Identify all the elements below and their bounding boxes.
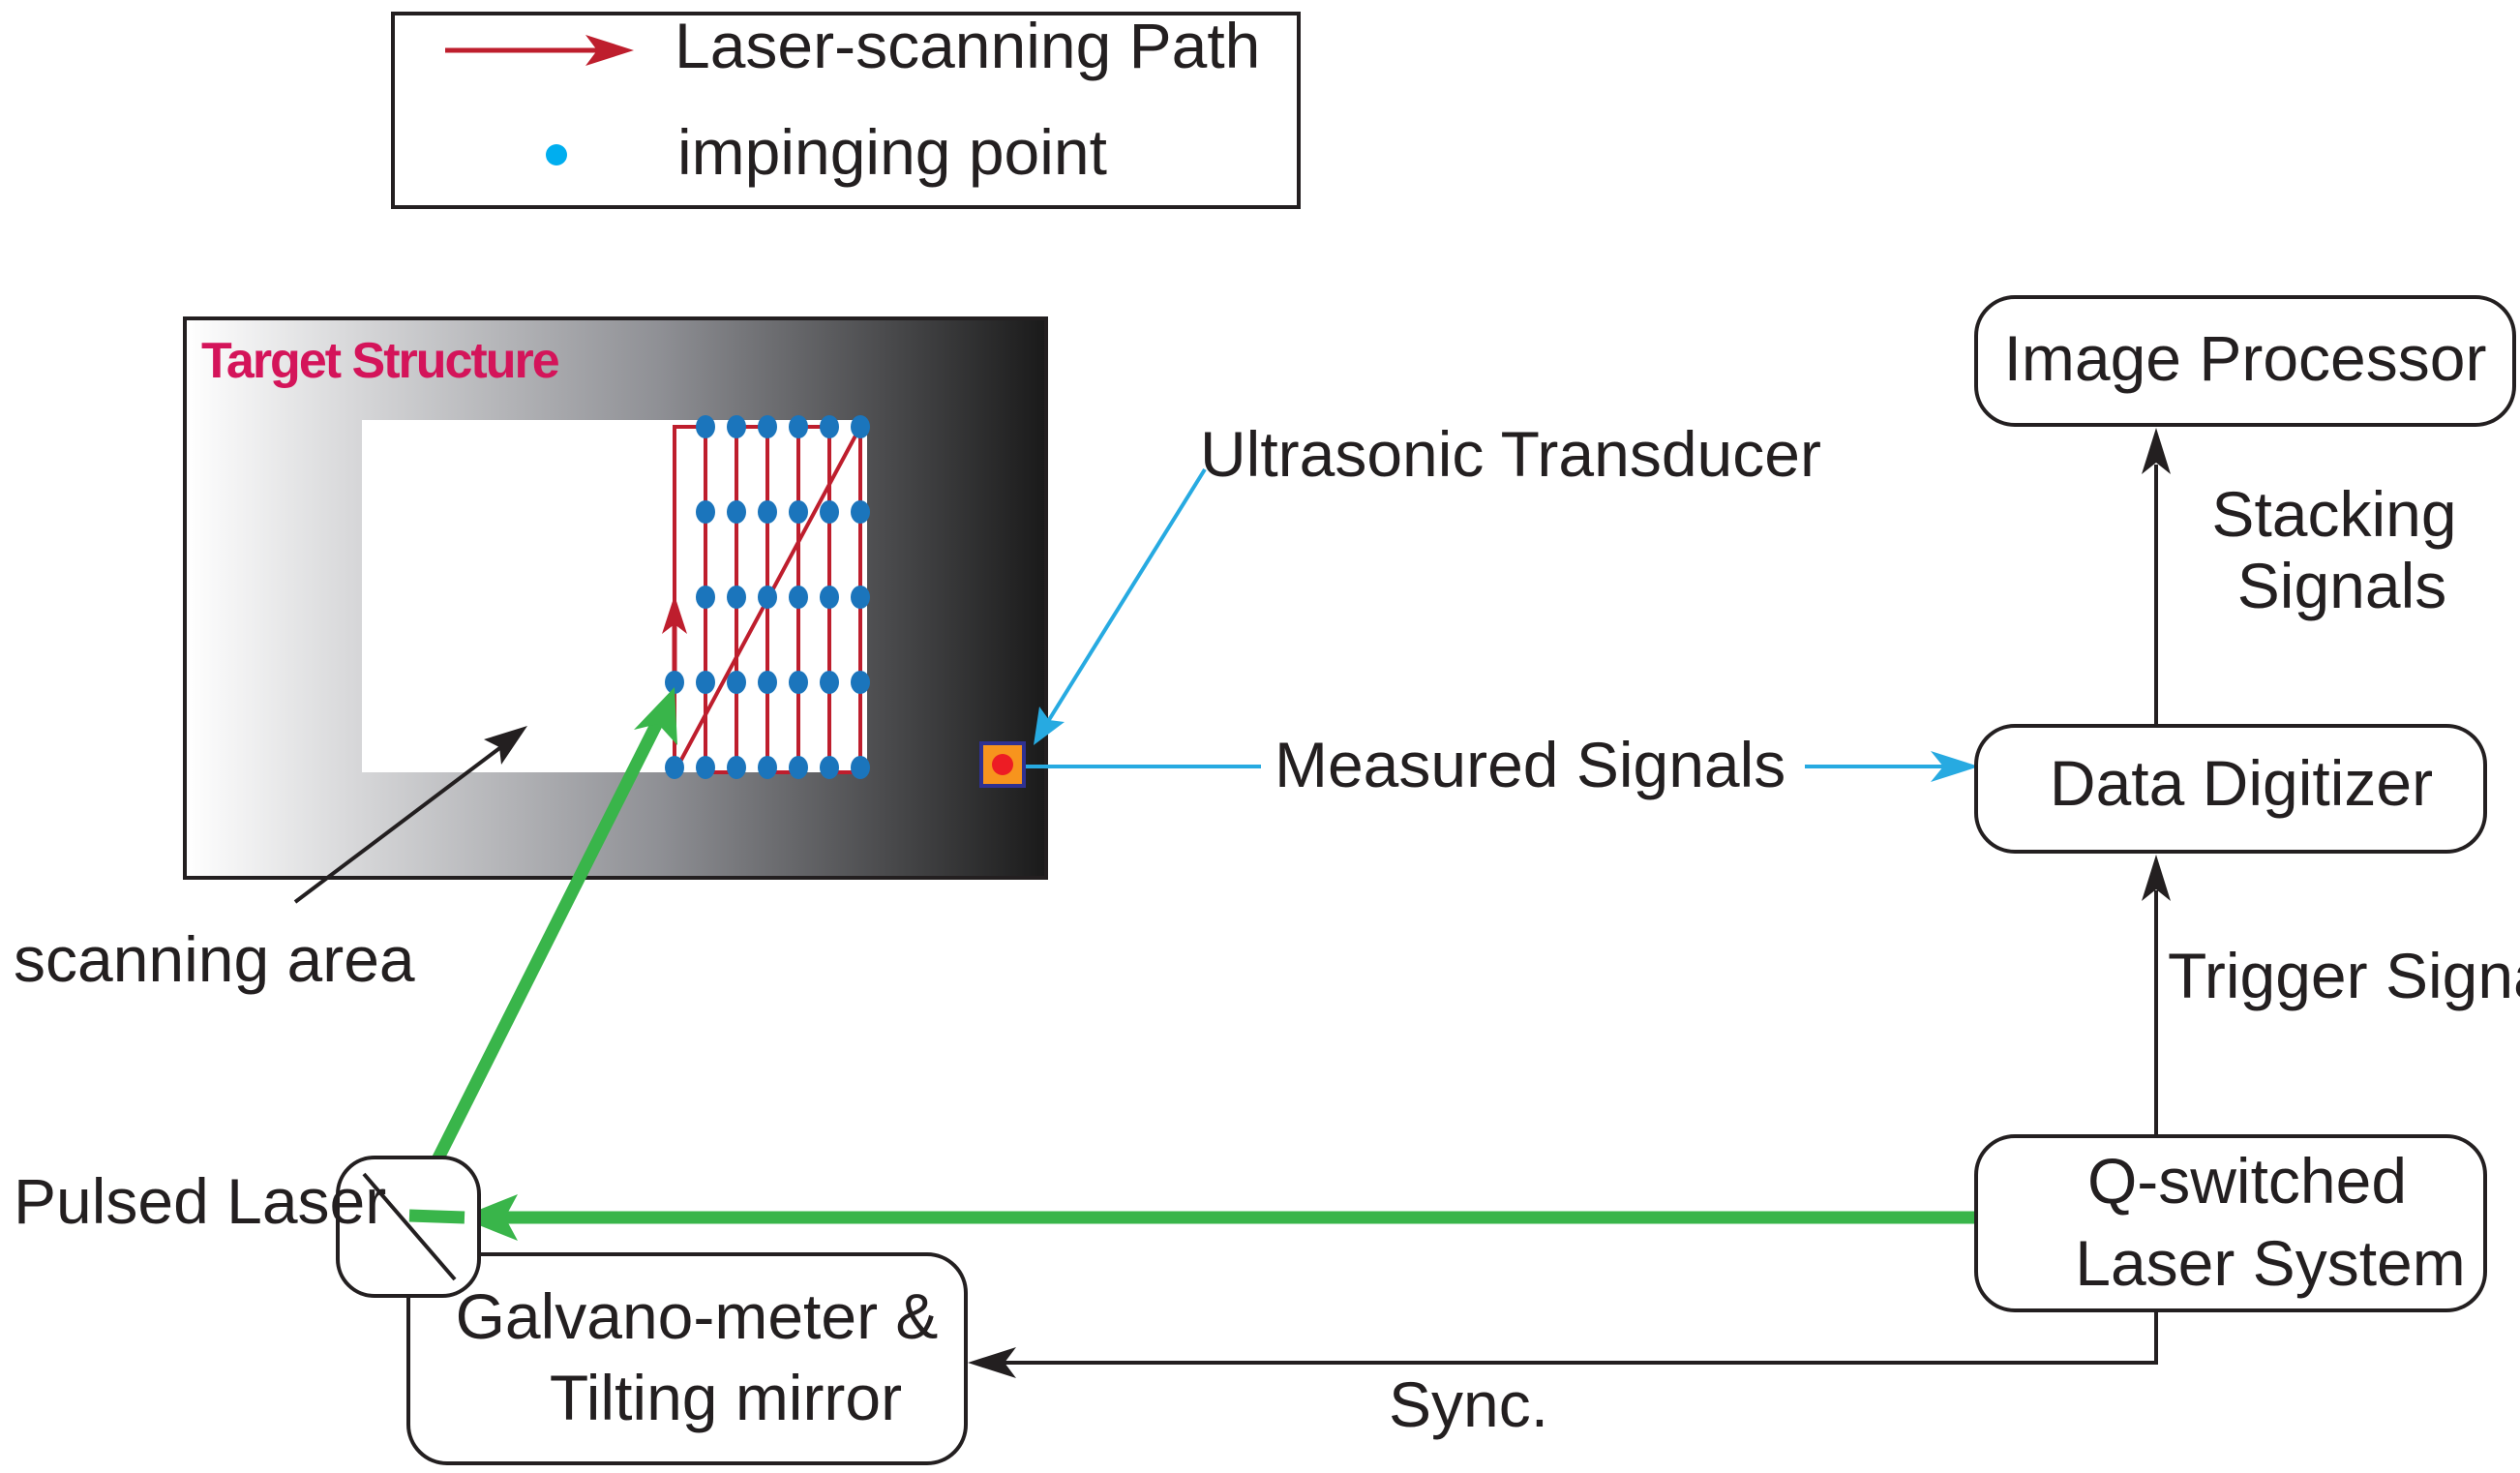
impinging-point [696,756,715,779]
data-digitizer-box [1974,724,2487,854]
impinging-point [758,415,777,438]
pulsed-laser-mirror: Pulsed Laser [14,1156,481,1298]
impinging-point [820,500,839,524]
ultrasonic-transducer: Ultrasonic Transducer [979,418,1821,788]
laser-beam-horizontal-arrowhead [460,1194,518,1241]
sync-label: Sync. [1389,1368,1548,1440]
impinging-point [696,500,715,524]
impinging-point [851,415,870,438]
stacking-signals-arrowhead [2142,428,2171,474]
scan-grid [662,415,870,779]
impinging-point [820,586,839,609]
stacking-signals-link: Stacking Signals [2142,428,2457,724]
laser-system-label-line1: Q-switched [2087,1145,2407,1217]
image-processor-box [1974,295,2516,427]
laser-beam-to-target [404,718,664,1218]
scanning-area-arrow-line [293,741,508,904]
trigger-signal-label: Trigger Signal [2168,940,2520,1011]
impinging-point [789,500,808,524]
scanning-area-label: scanning area [14,923,415,995]
trigger-signal-link: Trigger Signal [2142,855,2520,1134]
measured-signals-arrowhead [1931,751,1979,782]
impinging-point [820,415,839,438]
galvano-label-line1: Galvano-meter & [456,1280,939,1352]
sync-link: Sync. [968,1312,2158,1440]
galvano-box [406,1252,968,1465]
laser-system-label-line2: Laser System [2075,1227,2465,1299]
impinging-point [820,671,839,694]
impinging-point [727,586,746,609]
target-structure: Target Structure [183,316,1048,880]
sync-line [1002,1312,2158,1365]
legend-path-label: Laser-scanning Path [675,10,1260,81]
impinging-point [727,500,746,524]
laser-system-box [1974,1134,2487,1312]
impinging-point [758,756,777,779]
impinging-point [851,500,870,524]
impinging-point [665,756,684,779]
galvano-label-line2: Tilting mirror [550,1362,902,1433]
impinging-point [789,586,808,609]
target-structure-title: Target Structure [201,333,559,389]
measured-signals-link: Measured Signals [1026,729,1979,800]
stacking-signals-label-line2: Signals [2237,550,2446,621]
transducer-pointer-line [1045,467,1207,725]
impinging-point [789,671,808,694]
stacking-signals-label-line1: Stacking [2211,478,2456,550]
impinging-point [665,671,684,694]
scan-start-arrowhead [662,595,687,634]
impinging-point [851,671,870,694]
laser-beam-mirror-segment [408,1209,465,1224]
data-digitizer-block: Data Digitizer [1974,724,2487,854]
impinging-point [696,586,715,609]
sync-arrowhead [968,1347,1016,1378]
transducer-pointer-arrowhead [1034,706,1065,745]
impinging-points [665,415,870,779]
impinging-point [696,415,715,438]
legend-frame [391,12,1301,209]
impinging-point [727,671,746,694]
impinging-point [758,671,777,694]
impinging-point [758,586,777,609]
legend: Laser-scanning Path impinging point [391,10,1301,209]
laser-system-block: Q-switched Laser System [1974,1134,2487,1312]
trigger-signal-arrowhead [2142,855,2171,901]
legend-path-arrowhead [585,35,634,66]
scanning-area-arrowhead [484,726,527,765]
pulsed-laser-label: Pulsed Laser [14,1165,386,1237]
scanning-area-pointer: scanning area [14,726,527,995]
impinging-point [696,671,715,694]
impinging-point [789,756,808,779]
transducer-sensor-core [992,754,1013,775]
measured-signals-label: Measured Signals [1275,729,1785,800]
laser-beam-to-target-arrowhead [634,687,677,745]
impinging-point [727,756,746,779]
impinging-point [851,586,870,609]
impinging-point [851,756,870,779]
galvano-block: Galvano-meter & Tilting mirror [406,1252,968,1465]
legend-point-label: impinging point [677,116,1107,188]
impinging-point [789,415,808,438]
scanning-area [362,420,867,772]
tilting-mirror-glyph [362,1172,457,1281]
laser-beams [404,687,1974,1241]
image-processor-block: Image Processor [1974,295,2516,427]
legend-point-marker [546,144,567,165]
impinging-point [820,756,839,779]
ultrasonic-transducer-label: Ultrasonic Transducer [1200,418,1821,490]
impinging-point [758,500,777,524]
image-processor-label: Image Processor [2004,322,2487,394]
data-digitizer-label: Data Digitizer [2050,747,2433,819]
impinging-point [727,415,746,438]
